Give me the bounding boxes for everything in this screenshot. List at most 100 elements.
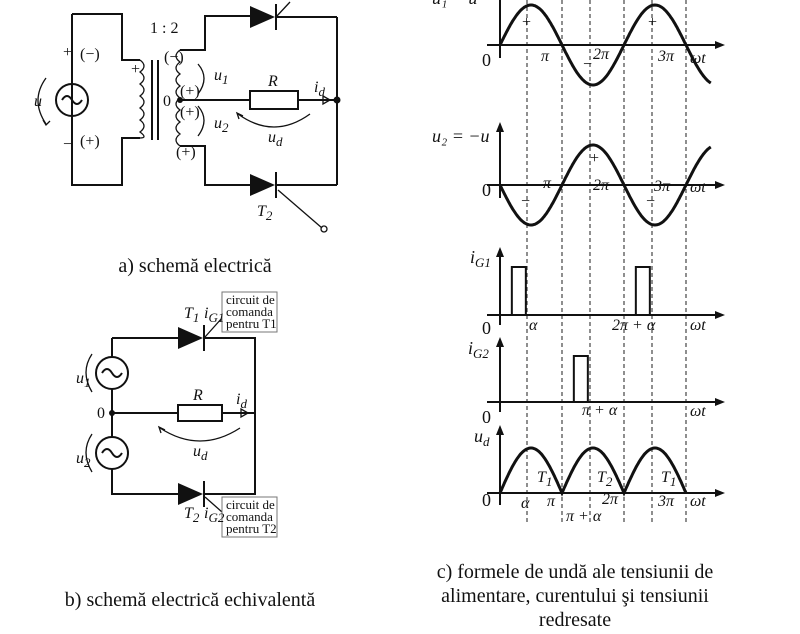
svg-text:u1: u1 — [214, 67, 229, 87]
svg-text:0: 0 — [482, 490, 491, 510]
axis-u1 — [487, 0, 725, 58]
svg-text:π + α: π + α — [582, 402, 618, 419]
svg-text:+: + — [590, 150, 599, 167]
axis-ig2 — [487, 337, 725, 412]
ud-waveform — [498, 446, 688, 497]
ratio-label: 1 : 2 — [150, 20, 178, 37]
svg-text:−: − — [63, 136, 72, 153]
primary-winding-icon — [138, 59, 145, 139]
axis-ig1 — [487, 247, 725, 325]
svg-text:α: α — [521, 495, 530, 512]
svg-text:circuit de: circuit de — [226, 292, 275, 307]
svg-text:ωt: ωt — [690, 403, 706, 420]
circuit-b: circuit de comanda pentru T1 circuit de … — [76, 291, 278, 538]
ig1-pulse-1 — [510, 266, 527, 315]
svg-text:0: 0 — [97, 405, 105, 422]
svg-text:ωt: ωt — [690, 493, 706, 510]
svg-text:3π: 3π — [657, 48, 675, 65]
svg-text:T1: T1 — [537, 469, 552, 489]
gate-control-box-t1 — [221, 291, 278, 333]
polarity-top-label: (−) — [80, 46, 100, 63]
polarity-bot-label: (+) — [80, 133, 100, 150]
resistor-a-icon — [249, 90, 299, 110]
gate-control-box-t2 — [221, 496, 278, 538]
svg-text:id: id — [314, 79, 325, 99]
svg-text:π: π — [543, 175, 552, 192]
svg-text:pentru T2: pentru T2 — [226, 521, 277, 536]
svg-text:ud: ud — [193, 443, 208, 463]
svg-text:−: − — [583, 56, 592, 73]
svg-text:3π: 3π — [657, 493, 675, 510]
svg-text:comanda: comanda — [226, 304, 273, 319]
gate-lead-t2 — [277, 189, 323, 229]
u2-arrow-icon — [197, 105, 205, 137]
svg-text:0: 0 — [482, 180, 491, 200]
svg-text:+: + — [522, 14, 531, 31]
resistor-a-label: R — [267, 73, 278, 90]
svg-text:2π: 2π — [602, 491, 619, 508]
svg-text:ωt: ωt — [690, 50, 706, 67]
u2-panel-label: u₂ = −u — [432, 126, 490, 146]
svg-text:−: − — [131, 130, 140, 147]
waveforms: u₁ = u u₂ = −u iG1 iG2 ud 0 π 2π 3π ωt +… — [432, 0, 725, 525]
svg-text:π: π — [547, 493, 556, 510]
svg-text:id: id — [236, 391, 247, 411]
svg-text:π: π — [541, 48, 550, 65]
svg-text:(−): (−) — [164, 49, 184, 66]
svg-text:pentru T1: pentru T1 — [226, 316, 277, 331]
svg-text:2π: 2π — [593, 46, 610, 63]
caption-c-line3: redresate — [538, 609, 612, 631]
u1-panel-label: u₁ = u — [432, 0, 477, 8]
svg-text:T2: T2 — [184, 505, 200, 525]
svg-text:−: − — [646, 193, 655, 210]
svg-text:α: α — [529, 317, 538, 334]
svg-text:comanda: comanda — [226, 509, 273, 524]
svg-text:ωt: ωt — [690, 179, 706, 196]
svg-text:(+): (+) — [180, 104, 200, 121]
ud-panel-label: ud — [474, 426, 490, 449]
ig1-pulse-2 — [634, 266, 651, 315]
u2-waveform — [498, 143, 712, 227]
svg-text:0: 0 — [482, 50, 491, 70]
caption-c-line2: alimentare, curentului şi tensiunii — [441, 585, 709, 607]
thyristor-b-t1-icon — [178, 327, 203, 349]
ac-source-a-icon — [55, 83, 89, 117]
thyristor-t1-icon — [250, 6, 275, 28]
equivalent-wire — [111, 337, 256, 495]
svg-text:0: 0 — [482, 318, 491, 338]
svg-text:−: − — [521, 193, 530, 210]
svg-text:π + α: π + α — [566, 508, 602, 525]
svg-text:iG2: iG2 — [204, 505, 225, 525]
ud-arrow-a-icon — [237, 113, 311, 128]
svg-text:+: + — [63, 44, 72, 61]
ig2-panel-label: iG2 — [468, 338, 489, 361]
thyristor-t2-icon — [250, 174, 275, 196]
svg-text:+: + — [648, 14, 657, 31]
caption-b: b) schemă electrică echivalentă — [64, 589, 316, 611]
primary-wire — [71, 13, 140, 186]
svg-text:0: 0 — [482, 407, 491, 427]
svg-text:T2: T2 — [597, 469, 613, 489]
svg-text:ud: ud — [268, 129, 283, 149]
svg-text:T1: T1 — [661, 469, 676, 489]
sine-glyph-icon — [61, 95, 83, 105]
svg-text:u1: u1 — [76, 370, 91, 390]
thyristor-b-t2-icon — [178, 483, 203, 505]
svg-text:3π: 3π — [653, 178, 671, 195]
resistor-b-icon — [177, 404, 223, 422]
secondary-wire — [180, 15, 250, 186]
svg-text:+: + — [131, 61, 140, 78]
ig1-panel-label: iG1 — [470, 247, 491, 270]
svg-text:u2: u2 — [76, 450, 91, 470]
svg-text:2π + α: 2π + α — [612, 317, 656, 334]
resistor-b-label: R — [192, 387, 203, 404]
svg-text:u2: u2 — [214, 115, 229, 135]
ac-source-u2-icon — [95, 436, 129, 470]
caption-a: a) schemă electrică — [118, 255, 272, 277]
u1-waveform — [498, 3, 712, 87]
svg-text:(+): (+) — [180, 83, 200, 100]
center-tap-label: 0 — [163, 93, 171, 110]
ud-arrow-b-icon — [159, 427, 241, 442]
